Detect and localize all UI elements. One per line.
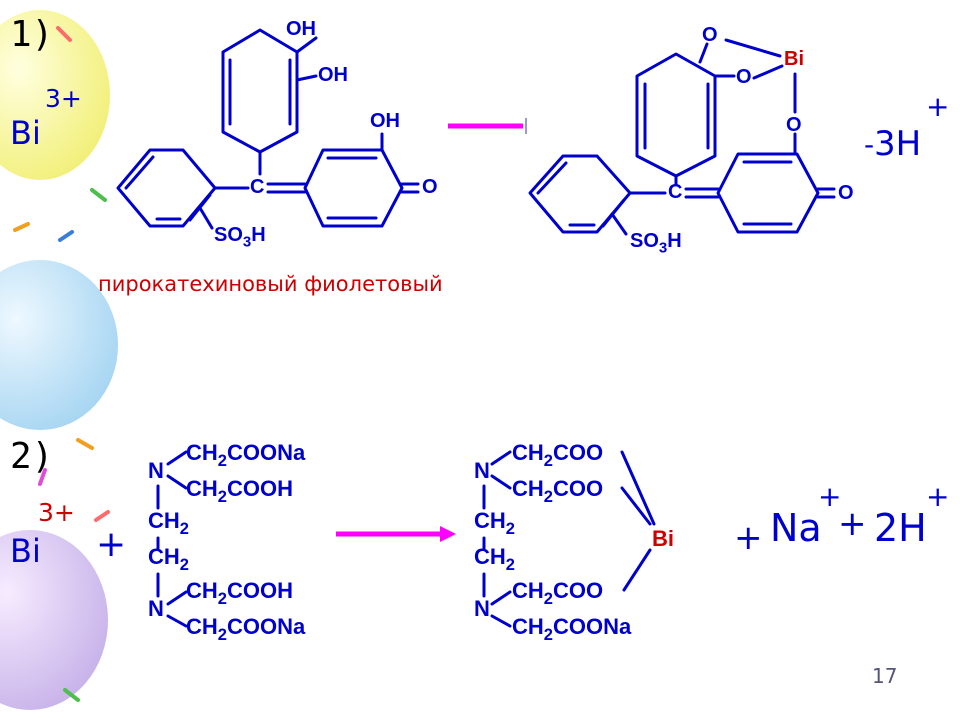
product-central-carbon: C: [668, 181, 683, 203]
reactant-keto-o: O: [422, 176, 438, 198]
complex-n-top: N: [474, 458, 490, 483]
reactant-quinoid-ring: [266, 132, 420, 228]
page-number: 17: [872, 664, 898, 688]
edta-ch2-a: CH2: [148, 508, 189, 538]
product-bismuth-chelate-bonds: [724, 38, 797, 154]
complex-group-2: CH2COO: [512, 476, 604, 506]
purple-balloon: [0, 530, 108, 710]
product-keto-o: O: [838, 182, 854, 204]
rhs-plus-1: +: [734, 518, 763, 558]
edta-reactant-bonds: [156, 450, 188, 628]
reaction-1-arrow: [448, 118, 527, 134]
confetti: [13, 26, 110, 702]
reagent-name-caption: пирокатехиновый фиолетовый: [98, 272, 443, 296]
reactant-central-carbon: C: [250, 176, 265, 198]
complex-ch2-a: CH2: [474, 508, 515, 538]
reactant-sulfo-group: SO3H: [214, 224, 266, 251]
edta-group-4: CH2COONa: [186, 614, 306, 644]
sodium-ion: Na: [770, 506, 822, 550]
reaction-1-number: 1): [10, 14, 54, 55]
complex-ch2-b: CH2: [474, 544, 515, 574]
product-o-middle: O: [736, 66, 752, 88]
reactant-oh-middle: OH: [318, 64, 348, 86]
reactant-catechol-ring: [221, 28, 318, 176]
blue-balloon: [0, 260, 118, 430]
product-bismuth: Bi: [784, 48, 804, 70]
sodium-charge: +: [818, 480, 842, 513]
hydrogen-charge: +: [926, 480, 950, 513]
product-sulfo-group: SO3H: [630, 230, 682, 257]
complex-bismuth: Bi: [652, 526, 674, 551]
complex-n-bottom: N: [474, 596, 490, 621]
rhs-plus-2: +: [838, 504, 867, 544]
reaction-1-ion-charge: 3+: [45, 84, 82, 113]
byproduct-protons: 3H: [874, 124, 922, 164]
reaction-2-ion-charge: 3+: [38, 498, 75, 527]
byproduct-charge: +: [926, 90, 950, 123]
product-benzene-ring: [528, 154, 667, 236]
edta-group-3: CH2COOH: [186, 578, 293, 608]
product-quinoid-ring: [684, 152, 836, 234]
product-catechol-ring: [635, 42, 736, 186]
reactant-oh-top: OH: [286, 18, 316, 40]
complex-group-4: CH2COONa: [512, 614, 632, 644]
reaction-2-ion: Bi: [10, 532, 41, 570]
product-o-bridge: O: [786, 114, 802, 136]
product-o-top: O: [702, 24, 718, 46]
complex-group-3: CH2COO: [512, 578, 604, 608]
edta-group-2: CH2COOH: [186, 476, 293, 506]
hydrogen-ions: 2H: [874, 506, 927, 550]
complex-group-1: CH2COO: [512, 440, 604, 470]
edta-group-1: CH2COONa: [186, 440, 306, 470]
edta-n-top: N: [148, 458, 164, 483]
edta-n-bottom: N: [148, 596, 164, 621]
edta-ch2-b: CH2: [148, 544, 189, 574]
reaction-2-number: 2): [10, 436, 54, 477]
reactant-benzene-ring: [116, 148, 250, 230]
complex-product-bonds: [482, 450, 656, 628]
reaction-2-plus: +: [96, 524, 127, 565]
reactant-oh-quinoid: OH: [370, 110, 400, 132]
reaction-2-arrow: [336, 526, 456, 542]
yellow-balloon: [0, 10, 110, 180]
byproduct-minus: -: [864, 128, 875, 161]
reaction-1-ion: Bi: [10, 114, 41, 152]
